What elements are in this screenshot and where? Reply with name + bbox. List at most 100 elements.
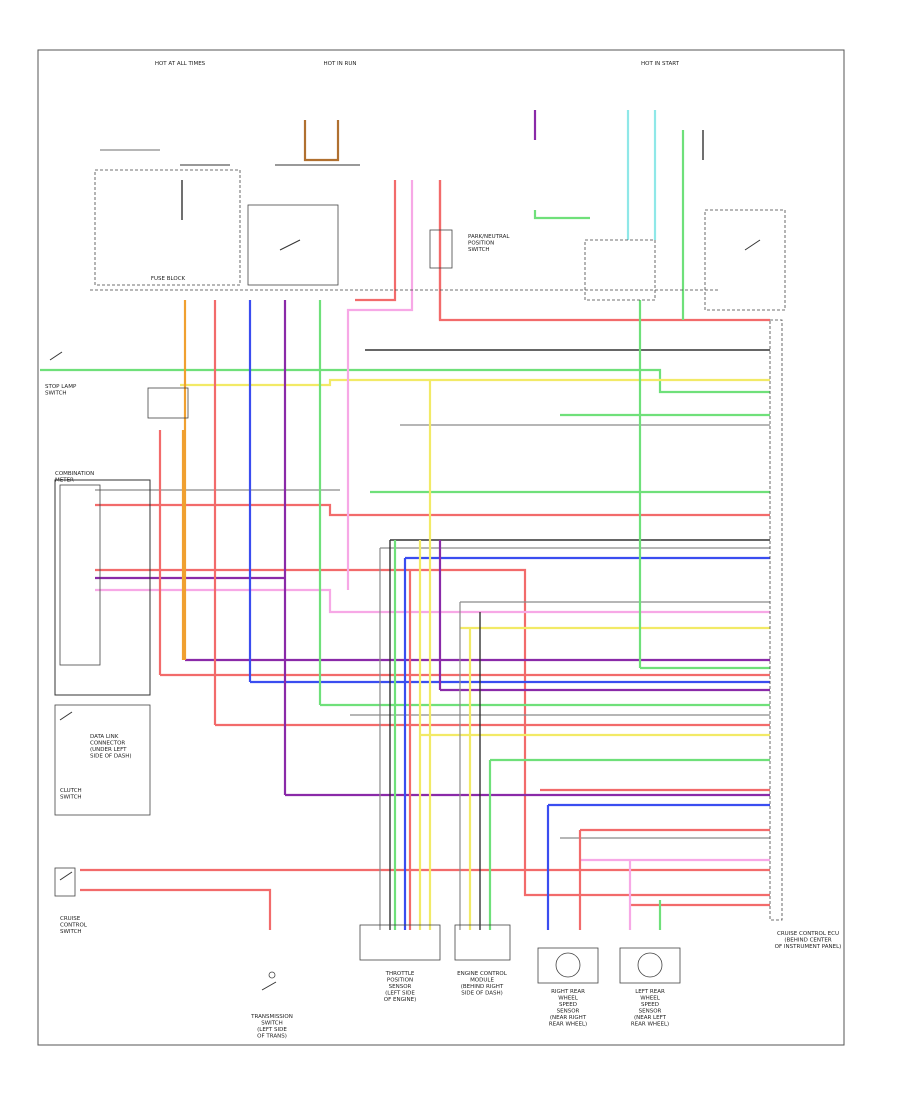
ecm-line-2: OF INSTRUMENT PANEL)	[775, 944, 842, 950]
right_rear_sensor-line-1: WHEEL	[558, 996, 579, 1002]
hot_at_all_times-line-0: HOT AT ALL TIMES	[155, 61, 206, 67]
components-layer	[49, 164, 786, 991]
combination_meter-line-0: COMBINATION	[55, 471, 94, 477]
right_rear_sensor-line-0: RIGHT REAR	[551, 989, 585, 995]
switch-arm-stop	[59, 871, 73, 881]
data_link_connector-line-1: CONNECTOR	[90, 741, 125, 747]
transmission_switch-line-3: OF TRANS)	[257, 1034, 287, 1040]
throttle_position_sensor-line-1: POSITION	[387, 978, 413, 984]
diagram-frame	[37, 49, 845, 1046]
left_rear_sensor-line-1: WHEEL	[640, 996, 661, 1002]
engine_control_module-line-1: MODULE	[470, 978, 494, 984]
right_rear_sensor-line-5: REAR WHEEL)	[549, 1022, 587, 1028]
switch-arm-brake	[744, 239, 761, 251]
transmission_switch-line-1: SWITCH	[261, 1021, 283, 1027]
relay-box	[247, 204, 339, 286]
wires-layer	[40, 110, 770, 930]
left_rear_sensor-line-5: REAR WHEEL)	[631, 1022, 669, 1028]
stop-lamp-pin	[268, 971, 276, 979]
data_link_connector-line-0: DATA LINK	[90, 734, 119, 740]
wire-red-vert-2	[355, 180, 397, 302]
wire-pink-vert	[346, 180, 414, 590]
wire-red-bottom-2	[80, 888, 272, 930]
wire-pink-combo	[95, 588, 770, 614]
fuse_block-line-0: FUSE BLOCK	[151, 276, 186, 282]
label-fuse-block: FUSE BLOCK	[151, 276, 186, 282]
switch-arm-clutch	[59, 711, 73, 721]
cruise-ecu-terminal-strip	[769, 319, 783, 921]
connector-tp	[359, 924, 441, 961]
ecm-line-1: (BEHIND CENTER	[784, 938, 832, 944]
engine_control_module-line-0: ENGINE CONTROL	[457, 971, 508, 977]
data_link_connector-line-3: SIDE OF DASH)	[90, 754, 132, 760]
stop_lamp_switch-line-1: SWITCH	[45, 391, 67, 397]
switch-arm-top-left	[49, 351, 63, 361]
combination-meter-inner	[59, 484, 101, 666]
hot-park-switch-box	[429, 229, 453, 269]
trans-switch-arm	[261, 981, 277, 991]
left_rear_sensor-line-4: (NEAR LEFT	[634, 1015, 667, 1021]
passenger-relay-box	[584, 239, 656, 301]
wire-yellow-top	[180, 378, 770, 387]
fuse-block-box	[94, 169, 241, 286]
left_rear_sensor-line-3: SENSOR	[639, 1009, 662, 1015]
clutch-switch-box	[54, 704, 151, 816]
hot_in_start-line-0: HOT IN START	[641, 61, 680, 67]
ecm-line-0: CRUISE CONTROL ECU	[777, 931, 839, 937]
hot_in_run-line-0: HOT IN RUN	[323, 61, 356, 67]
combination_meter-line-1: METER	[55, 478, 74, 484]
engine_control_module-line-3: SIDE OF DASH)	[461, 991, 503, 997]
right_rear_sensor-line-2: SPEED	[559, 1002, 577, 1008]
park_neutral-line-0: PARK/NEUTRAL	[468, 234, 510, 240]
wire-red-combo-2	[95, 568, 770, 897]
data_link_connector-line-2: (UNDER LEFT	[90, 747, 127, 753]
left-rear-sensor-body	[619, 947, 681, 984]
throttle_position_sensor-line-0: THROTTLE	[385, 971, 415, 977]
right_rear_sensor-line-4: (NEAR RIGHT	[550, 1015, 587, 1021]
wire-green-pass	[533, 210, 590, 220]
transmission_switch-line-0: TRANSMISSION	[250, 1014, 293, 1020]
right-rear-sensor-body	[537, 947, 599, 984]
cruise_switch-line-1: CONTROL	[60, 923, 88, 929]
combination-meter-box	[54, 479, 151, 696]
engine_control_module-line-2: (BEHIND RIGHT	[461, 984, 504, 990]
transmission_switch-line-2: (LEFT SIDE	[257, 1027, 287, 1033]
cruise_switch-line-0: CRUISE	[60, 916, 81, 922]
wire-red-combo-1	[95, 503, 770, 517]
park_neutral-line-2: SWITCH	[468, 247, 490, 253]
right-rear-sensor-coil	[555, 952, 581, 978]
data-link-connector-box	[147, 387, 189, 419]
stop_lamp_switch-line-0: STOP LAMP	[45, 384, 77, 390]
throttle_position_sensor-line-2: SENSOR	[389, 984, 412, 990]
wire-brown-top	[303, 120, 340, 162]
throttle_position_sensor-line-4: OF ENGINE)	[384, 997, 416, 1003]
park_neutral-line-1: POSITION	[468, 241, 494, 247]
connector-ecm	[454, 924, 511, 961]
label-hot-all-times: HOT AT ALL TIMES	[155, 61, 206, 67]
clutch_switch-line-0: CLUTCH	[60, 788, 82, 794]
relay-contact	[279, 239, 301, 251]
left_rear_sensor-line-0: LEFT REAR	[635, 989, 665, 995]
clutch_switch-line-1: SWITCH	[60, 795, 82, 801]
throttle_position_sensor-line-3: (LEFT SIDE	[385, 991, 415, 997]
left-rear-sensor-coil	[637, 952, 663, 978]
left_rear_sensor-line-2: SPEED	[641, 1002, 659, 1008]
right_rear_sensor-line-3: SENSOR	[557, 1009, 580, 1015]
label-hot-in-run: HOT IN RUN	[323, 61, 356, 67]
brake-switch-box	[704, 209, 786, 311]
label-hot-in-start: HOT IN START	[641, 61, 680, 67]
cruise_switch-line-2: SWITCH	[60, 929, 82, 935]
